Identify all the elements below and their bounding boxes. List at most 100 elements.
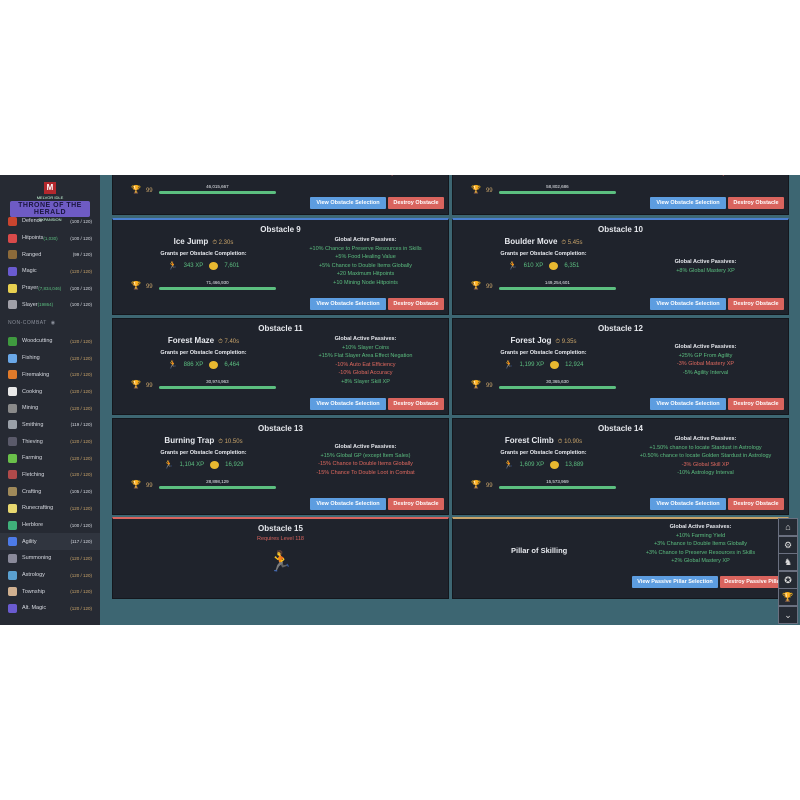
view-obstacle-selection-button[interactable]: View Obstacle Selection <box>650 197 726 209</box>
view-obstacle-selection-button[interactable]: View Obstacle Selection <box>650 298 726 310</box>
view-obstacle-selection-button[interactable]: View Obstacle Selection <box>310 398 386 410</box>
chevron-down-icon[interactable]: ⌄ <box>778 605 798 624</box>
sidebar-item-level: (120 / 120) <box>70 505 92 511</box>
interval-value: 10.90s <box>564 439 583 445</box>
obstacle-title: Obstacle 14 <box>598 424 643 433</box>
sidebar-item-hitpoints[interactable]: Hitpoints(1,030)(100 / 120) <box>0 230 100 247</box>
destroy-obstacle-button[interactable]: Destroy Obstacle <box>388 398 444 410</box>
destroy-obstacle-button[interactable]: Destroy Obstacle <box>728 197 784 209</box>
sidebar-item-astrology[interactable]: Astrology(120 / 120) <box>0 567 100 584</box>
clock-icon: ⏱ <box>555 339 562 345</box>
sidebar-item-cooking[interactable]: Cooking(120 / 120) <box>0 383 100 400</box>
destroy-passive-pillar-button[interactable]: Destroy Passive Pillar <box>720 576 786 588</box>
sidebar-item-extra: (19864) <box>37 302 54 308</box>
noncombat-header-label: NON-COMBAT <box>8 320 47 327</box>
destroy-obstacle-button[interactable]: Destroy Obstacle <box>388 498 444 510</box>
township-icon[interactable]: ⌂ <box>778 518 798 536</box>
xp-reward: 1,609 XP <box>519 461 545 468</box>
view-passive-pillar-selection-button[interactable]: View Passive Pillar Selection <box>632 576 718 588</box>
sidebar-item-magic[interactable]: Magic(120 / 120) <box>0 263 100 280</box>
sidebar-item-thieving[interactable]: Thieving(120 / 120) <box>0 433 100 450</box>
logo-sub: EXPANSION <box>38 217 62 222</box>
obstacle-name-row: Forest Climb⏱ 10.90s <box>461 436 626 446</box>
sidebar-item-farming[interactable]: Farming(120 / 120) <box>0 450 100 467</box>
hitpoints-icon <box>8 233 17 243</box>
trophy-icon: 🏆 <box>131 281 141 290</box>
trophy-icon[interactable]: 🏆 <box>778 588 798 606</box>
destroy-obstacle-button[interactable]: Destroy Obstacle <box>728 398 784 410</box>
sidebar-item-mining[interactable]: Mining(120 / 120) <box>0 400 100 417</box>
obstacle-interval: ⏱ 2.30s <box>212 240 233 246</box>
grants-label: Grants per Obstacle Completion: <box>500 450 587 456</box>
sidebar-item-crafting[interactable]: Crafting(105 / 120) <box>0 483 100 500</box>
sidebar-item-label: Runecrafting <box>22 505 54 512</box>
passive-modifier: +15% Flat Slayer Area Effect Negation <box>318 353 413 360</box>
view-obstacle-selection-button[interactable]: View Obstacle Selection <box>310 298 386 310</box>
sidebar-item-herblore[interactable]: Herblore(100 / 120) <box>0 517 100 534</box>
sidebar-item-summoning[interactable]: Summoning(120 / 120) <box>0 550 100 567</box>
obstacle-interval: ⏱ 5.45s <box>561 240 582 246</box>
sidebar-item-agility[interactable]: Agility(117 / 120) <box>0 533 100 551</box>
view-obstacle-selection-button[interactable]: View Obstacle Selection <box>650 498 726 510</box>
sidebar-item-label: Hitpoints <box>22 235 44 242</box>
sidebar-item-smithing[interactable]: Smithing(119 / 120) <box>0 417 100 434</box>
mastery-level: 99 <box>485 483 493 489</box>
destroy-obstacle-button[interactable]: Destroy Obstacle <box>388 298 444 310</box>
sidebar-item-level: (117 / 120) <box>70 539 92 545</box>
destroy-obstacle-button[interactable]: Destroy Obstacle <box>388 197 444 209</box>
mastery-bar: 28,898,129 <box>158 479 276 489</box>
sidebar-item-level: (120 / 120) <box>70 372 92 378</box>
sidebar-item-level: (120 / 120) <box>70 338 92 344</box>
agility-xp-icon: 🏃 <box>167 261 178 270</box>
sidebar-item-alt-magic[interactable]: Alt. Magic(120 / 120) <box>0 600 100 617</box>
passives-header: Global Active Passives: <box>334 444 397 450</box>
mastery-icon[interactable]: ✪ <box>778 570 798 589</box>
grants-label: Grants per Obstacle Completion: <box>500 350 587 356</box>
passive-modifier: -3% Global Mastery XP <box>628 175 783 179</box>
crafting-icon <box>8 487 17 497</box>
sidebar-item-slayer[interactable]: Slayer(19864)(100 / 120) <box>0 296 100 313</box>
sidebar-item-level: (100 / 120) <box>70 285 92 291</box>
settings-icon[interactable]: ⚙ <box>778 535 798 554</box>
sidebar-item-runecrafting[interactable]: Runecrafting (120 / 120) <box>0 500 100 517</box>
sidebar-item-woodcutting[interactable]: Woodcutting(120 / 120) <box>0 333 100 350</box>
grants-label: Grants per Obstacle Completion: <box>160 251 247 257</box>
view-obstacle-selection-button[interactable]: View Obstacle Selection <box>650 398 726 410</box>
gp-coins-icon <box>550 360 560 369</box>
gp-coins-icon <box>210 460 220 469</box>
sidebar-item-fishing[interactable]: Fishing(120 / 120) <box>0 350 100 367</box>
thieving-icon <box>8 437 17 447</box>
sidebar-item-level: (100 / 120) <box>70 302 92 308</box>
clock-icon: ⏱ <box>557 439 565 445</box>
view-obstacle-selection-button[interactable]: View Obstacle Selection <box>310 498 386 510</box>
destroy-obstacle-button[interactable]: Destroy Obstacle <box>728 498 784 510</box>
obstacle-name: Forest Maze <box>167 336 215 345</box>
sidebar-item-fletching[interactable]: Fletching(120 / 120) <box>0 467 100 484</box>
destroy-obstacle-button[interactable]: Destroy Obstacle <box>728 298 784 310</box>
interval-value: 7.40s <box>224 339 240 345</box>
sidebar-item-defence[interactable]: Defence(100 / 120) <box>0 213 100 230</box>
mastery-bar: 46,015,667 <box>158 184 276 194</box>
fletching-icon <box>8 470 17 480</box>
eye-icon[interactable]: ◉ <box>50 320 56 327</box>
gp-reward: 16,929 <box>225 461 244 468</box>
noncombat-header[interactable]: NON-COMBAT◉ <box>0 313 100 333</box>
sidebar-item-prayer[interactable]: Prayer(7,834,046)(100 / 120) <box>0 280 100 297</box>
sidebar-item-township[interactable]: Township(120 / 120) <box>0 583 100 600</box>
summoning-icon[interactable]: ♞ <box>778 553 798 571</box>
mastery-xp: 30,365,630 <box>546 379 569 384</box>
trophy-icon: 🏆 <box>131 480 141 489</box>
sidebar-item-firemaking[interactable]: Firemaking(120 / 120) <box>0 367 100 384</box>
mastery-level: 99 <box>485 284 493 290</box>
sidebar-item-ranged[interactable]: Ranged(99 / 120) <box>0 246 100 263</box>
view-obstacle-selection-button[interactable]: View Obstacle Selection <box>310 197 386 209</box>
